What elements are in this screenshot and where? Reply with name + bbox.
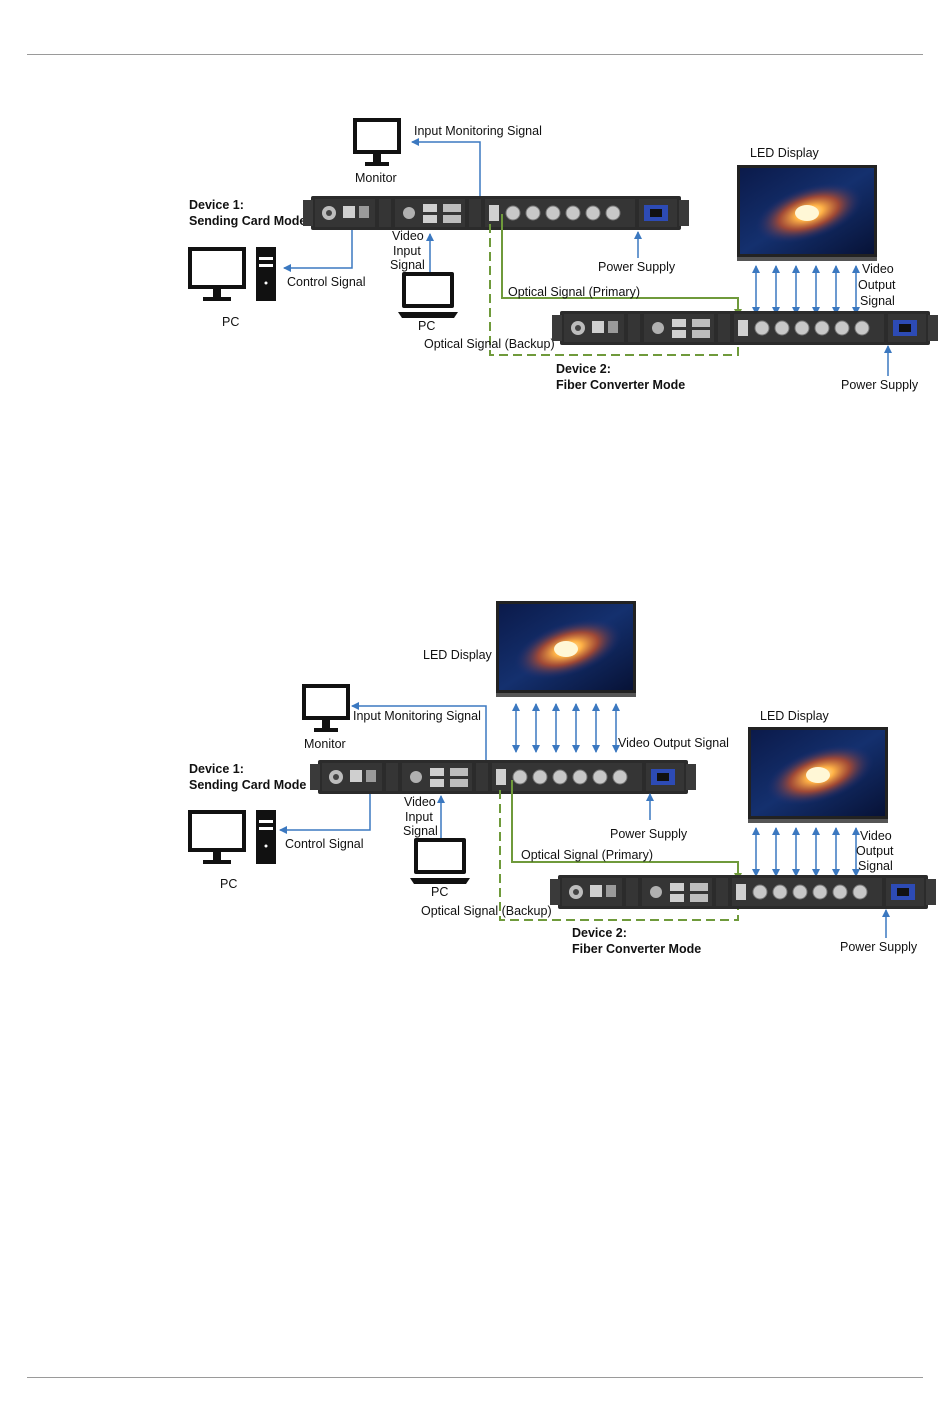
pc-tower-icon (188, 810, 276, 864)
video-input-label-1: Video (404, 795, 436, 809)
led-display-right-label: LED Display (760, 709, 830, 723)
device1-title: Device 1: (189, 762, 244, 776)
video-output-signal-label: Video Output Signal (618, 736, 729, 750)
power-supply-1-label: Power Supply (598, 260, 676, 274)
power-supply-2-label: Power Supply (841, 378, 919, 392)
video-output-label-3: Signal (860, 294, 895, 308)
device1-mode: Sending Card Mode (189, 778, 306, 792)
device-2-chassis (551, 310, 939, 346)
device-1-chassis (302, 195, 690, 231)
top-rule (27, 54, 923, 55)
right-video-output-arrows (756, 828, 856, 876)
monitor-label: Monitor (355, 171, 397, 185)
input-monitoring-label: Input Monitoring Signal (353, 709, 481, 723)
device1-title: Device 1: (189, 198, 244, 212)
power-supply-2-label: Power Supply (840, 940, 918, 954)
diagram-2: LED Display Video Output Signal Monitor … (188, 601, 937, 956)
video-output-label-3: Signal (858, 859, 893, 873)
monitor-icon (353, 118, 401, 166)
optical-backup-line (499, 790, 739, 921)
pc2-label: PC (431, 885, 448, 899)
optical-primary-label: Optical Signal (Primary) (521, 848, 653, 862)
video-input-label-2: Input (405, 810, 433, 824)
optical-backup-line (489, 224, 739, 356)
video-input-label-1: Video (392, 229, 424, 243)
video-input-label-3: Signal (390, 258, 425, 272)
control-signal-arrow (279, 794, 371, 834)
video-output-label-1: Video (862, 262, 894, 276)
input-monitoring-label: Input Monitoring Signal (414, 124, 542, 138)
led-display-icon (737, 165, 877, 261)
video-output-label-2: Output (856, 844, 894, 858)
control-signal-label: Control Signal (285, 837, 364, 851)
control-signal-arrow (283, 230, 353, 272)
led-display-label: LED Display (750, 146, 820, 160)
device1-mode: Sending Card Mode (189, 214, 306, 228)
optical-primary-label: Optical Signal (Primary) (508, 285, 640, 299)
device2-mode: Fiber Converter Mode (556, 378, 685, 392)
led-display-top-icon (496, 601, 636, 697)
monitor-icon (302, 684, 350, 732)
pc1-label: PC (220, 877, 237, 891)
top-video-output-arrows (516, 704, 616, 752)
laptop-icon (398, 272, 458, 318)
pc-tower-icon (188, 247, 276, 301)
optical-backup-label: Optical Signal (Backup) (424, 337, 555, 351)
optical-primary-line (511, 780, 742, 881)
monitor-label: Monitor (304, 737, 346, 751)
optical-backup-label: Optical Signal (Backup) (421, 904, 552, 918)
video-output-label-2: Output (858, 278, 896, 292)
optical-primary-line (501, 214, 742, 317)
laptop-icon (410, 838, 470, 884)
control-signal-label: Control Signal (287, 275, 366, 289)
led-display-top-label: LED Display (423, 648, 493, 662)
diagram-1: Monitor Input Monitoring Signal Device 1… (188, 118, 939, 392)
device-1-chassis (309, 759, 697, 795)
bottom-rule (27, 1377, 923, 1378)
video-input-label-2: Input (393, 244, 421, 258)
video-output-label-1: Video (860, 829, 892, 843)
video-output-arrows (756, 266, 856, 314)
pc1-label: PC (222, 315, 239, 329)
video-input-label-3: Signal (403, 824, 438, 838)
input-monitoring-arrow (411, 138, 481, 208)
device-2-chassis (549, 874, 937, 910)
led-display-right-icon (748, 727, 888, 823)
pc2-label: PC (418, 319, 435, 333)
device2-title: Device 2: (572, 926, 627, 940)
input-monitoring-arrow (351, 702, 487, 766)
device2-mode: Fiber Converter Mode (572, 942, 701, 956)
device2-title: Device 2: (556, 362, 611, 376)
power-supply-1-label: Power Supply (610, 827, 688, 841)
